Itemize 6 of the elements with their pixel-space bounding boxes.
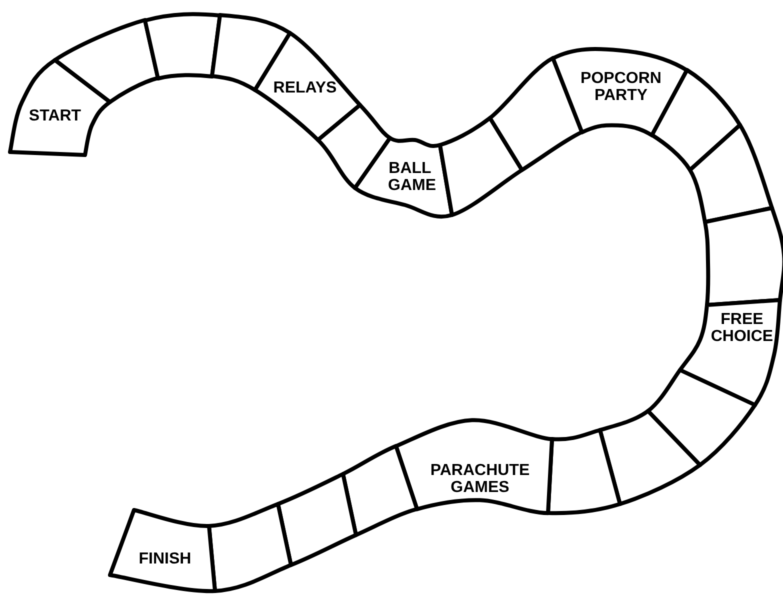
space-label: RELAYS: [273, 80, 337, 98]
space-label: FINISH: [138, 552, 192, 568]
space-label: POPCORN PARTY: [580, 71, 662, 105]
space-label: START: [28, 108, 82, 126]
space-label: PARACHUTE GAMES: [430, 463, 530, 497]
space-label: FREE CHOICE: [710, 312, 774, 346]
